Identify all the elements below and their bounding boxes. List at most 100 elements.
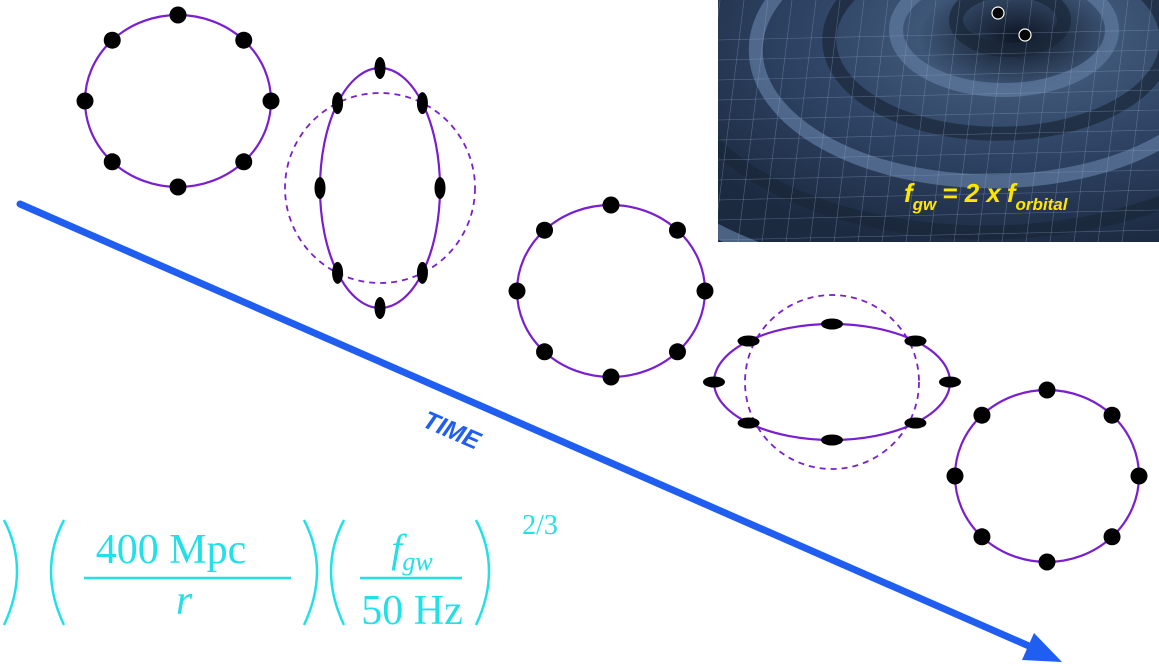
grid-line xyxy=(953,0,985,242)
ring-1 xyxy=(76,6,280,196)
paren-left-factor-close xyxy=(2,519,19,626)
test-particle xyxy=(103,31,121,49)
paren-factor1-close xyxy=(302,519,319,626)
f-orbital-symbol: f xyxy=(1007,178,1018,208)
grid-line xyxy=(718,209,1159,221)
grid-line xyxy=(1025,0,1057,242)
grid-line xyxy=(881,0,913,242)
grid-line xyxy=(718,169,1159,181)
grid-line xyxy=(785,0,817,242)
test-particle xyxy=(904,335,927,347)
gw-subscript: gw xyxy=(912,195,938,214)
test-particle xyxy=(262,92,280,110)
ring-3 xyxy=(508,196,714,386)
black-hole-2 xyxy=(1018,28,1032,42)
test-particle xyxy=(602,196,620,214)
test-particle xyxy=(169,178,187,196)
grid-line xyxy=(809,0,841,242)
time-label: TIME xyxy=(419,406,486,456)
test-particle xyxy=(703,376,725,388)
test-particle xyxy=(374,57,386,79)
paren-factor2-close xyxy=(474,519,491,626)
paren-factor2-open xyxy=(329,519,346,626)
test-particle xyxy=(235,31,253,49)
orbital-subscript: orbital xyxy=(1016,195,1069,214)
test-particle xyxy=(536,221,554,239)
test-particle xyxy=(235,153,253,171)
equals-two-times: = 2 x xyxy=(942,178,1002,208)
test-particle xyxy=(946,467,964,485)
grid-line xyxy=(718,69,1159,81)
reference-circle-dashed xyxy=(284,92,476,284)
grid-line xyxy=(905,0,937,242)
test-particle xyxy=(416,261,428,284)
grid-line xyxy=(718,149,1159,161)
test-particle xyxy=(374,297,386,319)
test-particle xyxy=(508,282,526,300)
test-particle xyxy=(821,434,843,446)
test-particle xyxy=(536,343,554,361)
test-particle xyxy=(973,528,991,546)
factor1-numerator: 400 Mpc xyxy=(96,527,247,573)
grid-line xyxy=(833,0,865,242)
test-particle xyxy=(821,318,843,330)
factor2-numerator: fgw xyxy=(391,526,433,576)
test-particle xyxy=(737,417,760,429)
strain-equation: 400 Mpc r fgw 50 Hz 2/3 xyxy=(2,510,558,634)
test-particle xyxy=(76,92,94,110)
ripple-rings xyxy=(718,0,1159,242)
test-particle xyxy=(332,92,344,115)
grid-line xyxy=(718,0,721,19)
test-particle xyxy=(602,368,620,386)
reference-circle-dashed xyxy=(744,294,920,470)
test-particle xyxy=(904,417,927,429)
test-particle xyxy=(737,335,760,347)
test-particle xyxy=(169,6,187,24)
ring-4 xyxy=(703,294,961,470)
test-particle xyxy=(1038,381,1056,399)
ripple-ring xyxy=(822,0,1159,141)
test-particle xyxy=(668,221,686,239)
factor2-numerator-sub: gw xyxy=(402,547,433,576)
test-particle xyxy=(1130,467,1148,485)
grid-line xyxy=(718,109,1159,121)
test-particle xyxy=(434,177,446,199)
paren-factor1-open xyxy=(49,519,66,626)
grid-line xyxy=(718,229,1159,241)
ripple-ring xyxy=(748,0,1159,189)
ring-2 xyxy=(284,57,476,319)
test-particle-rings xyxy=(76,6,1148,571)
grid-line xyxy=(1049,0,1081,242)
grid-line xyxy=(761,0,793,242)
test-particle xyxy=(416,92,428,115)
test-particle xyxy=(973,406,991,424)
black-hole-1 xyxy=(991,6,1005,20)
grid-line xyxy=(718,49,1159,61)
test-particle xyxy=(332,261,344,284)
test-particle xyxy=(1103,406,1121,424)
f-gw-symbol: f xyxy=(904,178,915,208)
ripple-ring xyxy=(889,0,1119,97)
test-particle xyxy=(314,177,326,199)
ripple-ring xyxy=(949,0,1071,57)
test-particle xyxy=(1103,528,1121,546)
test-particle xyxy=(1038,553,1056,571)
grid-line xyxy=(929,0,961,242)
test-particle xyxy=(696,282,714,300)
grid-line xyxy=(977,0,1009,242)
grid-line xyxy=(718,0,745,213)
factor1-denominator: r xyxy=(176,578,193,624)
test-particle xyxy=(103,153,121,171)
grid-line xyxy=(737,0,769,242)
grid-line xyxy=(718,129,1159,141)
grid-line xyxy=(718,29,1159,41)
exponent: 2/3 xyxy=(522,510,558,541)
factor2-denominator: 50 Hz xyxy=(361,588,462,634)
test-particle xyxy=(668,343,686,361)
grid-line xyxy=(857,0,889,242)
grid-line xyxy=(1073,0,1105,242)
ring-5 xyxy=(946,381,1148,571)
grid-line xyxy=(1121,0,1153,242)
